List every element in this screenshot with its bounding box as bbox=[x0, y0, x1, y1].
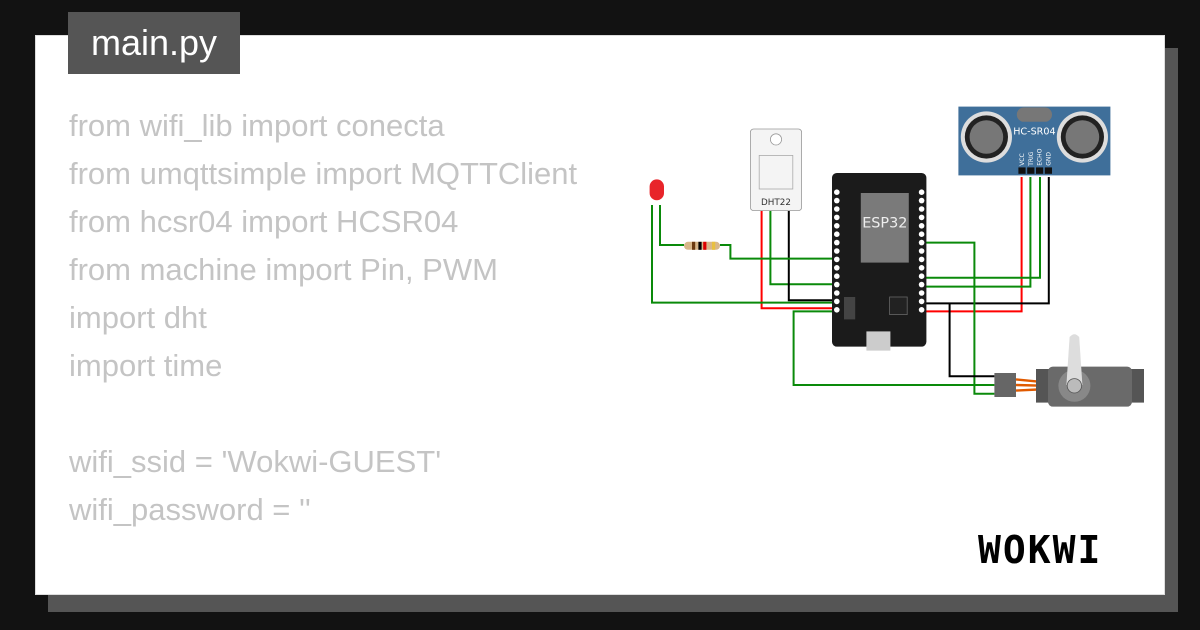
esp32-pin[interactable] bbox=[918, 256, 925, 263]
esp32-pin[interactable] bbox=[918, 223, 925, 229]
esp32-board[interactable]: ESP32 bbox=[832, 173, 927, 351]
esp32-pin[interactable] bbox=[834, 273, 840, 279]
wire-hc-vcc bbox=[921, 177, 1023, 313]
esp32-pin[interactable] bbox=[834, 214, 840, 221]
esp32-pin[interactable] bbox=[918, 239, 925, 246]
esp32-pin[interactable] bbox=[834, 307, 840, 313]
pin-label: ECHO bbox=[1037, 148, 1044, 165]
esp32-pin[interactable] bbox=[834, 223, 840, 229]
esp32-pin[interactable] bbox=[834, 265, 840, 271]
esp32-pin[interactable] bbox=[918, 265, 925, 271]
wire-hc-gnd bbox=[921, 177, 1050, 305]
wire-servo-signal bbox=[921, 241, 995, 395]
code-line: from hcsr04 import HCSR04 bbox=[69, 204, 459, 239]
wire-servo-gnd bbox=[948, 303, 995, 378]
wire-dht-vcc bbox=[760, 210, 837, 310]
code-line: from wifi_lib import conecta bbox=[69, 108, 445, 143]
dht22-label: DHT22 bbox=[761, 198, 791, 208]
esp32-pin[interactable] bbox=[834, 298, 840, 305]
esp32-pin[interactable] bbox=[918, 214, 925, 221]
wire-led-anode bbox=[659, 205, 685, 247]
resistor[interactable] bbox=[684, 241, 720, 250]
file-tab[interactable]: main.py bbox=[68, 12, 240, 74]
code-line: import dht bbox=[69, 300, 207, 335]
esp32-pin[interactable] bbox=[834, 281, 840, 288]
wire-hc-echo bbox=[921, 177, 1042, 279]
code-line: from umqttsimple import MQTTClient bbox=[69, 156, 578, 191]
esp32-pin[interactable] bbox=[834, 206, 840, 212]
red-led[interactable] bbox=[649, 179, 664, 201]
servo-motor[interactable] bbox=[994, 334, 1144, 407]
esp32-pin[interactable] bbox=[834, 189, 840, 195]
esp32-pin[interactable] bbox=[834, 197, 840, 204]
wire-dht-data bbox=[769, 210, 837, 286]
esp32-pin[interactable] bbox=[918, 189, 925, 195]
esp32-pin[interactable] bbox=[918, 197, 925, 204]
esp32-pin[interactable] bbox=[918, 248, 925, 254]
esp32-pin[interactable] bbox=[834, 231, 840, 237]
esp32-pin[interactable] bbox=[918, 231, 925, 237]
circuit-group: HC-SR04 VCC TRIG ECHO GND ESP32 DHT22 bbox=[649, 106, 1144, 407]
esp32-label: ESP32 bbox=[862, 215, 907, 231]
wire-servo-vcc bbox=[792, 310, 995, 387]
dht22-sensor[interactable]: DHT22 bbox=[750, 128, 803, 212]
esp32-pin[interactable] bbox=[834, 248, 840, 254]
code-line: from machine import Pin, PWM bbox=[69, 252, 498, 287]
pin-label: VCC bbox=[1019, 153, 1026, 165]
esp32-pin[interactable] bbox=[834, 256, 840, 263]
wokwi-logo: WOKWI bbox=[978, 528, 1103, 572]
wire-resistor bbox=[720, 244, 837, 260]
hc-sr04-sensor[interactable]: HC-SR04 VCC TRIG ECHO GND bbox=[958, 106, 1111, 176]
pin-label: GND bbox=[1045, 152, 1052, 166]
wire-dht-gnd bbox=[787, 210, 837, 302]
code-preview: from wifi_lib import conecta from umqtts… bbox=[69, 102, 577, 534]
code-line: wifi_password = '' bbox=[69, 492, 311, 527]
wires bbox=[651, 177, 1050, 395]
hc-sr04-label: HC-SR04 bbox=[1013, 127, 1055, 138]
esp32-pin[interactable] bbox=[918, 307, 925, 313]
code-line: wifi_ssid = 'Wokwi-GUEST' bbox=[69, 444, 442, 479]
pin-label: TRIG bbox=[1028, 151, 1035, 167]
esp32-pin[interactable] bbox=[918, 290, 925, 296]
esp32-pin[interactable] bbox=[834, 239, 840, 246]
esp32-pin[interactable] bbox=[918, 273, 925, 279]
code-line: import time bbox=[69, 348, 223, 383]
wire-led-cathode bbox=[651, 205, 837, 304]
esp32-pin[interactable] bbox=[834, 290, 840, 296]
esp32-pin[interactable] bbox=[918, 298, 925, 305]
esp32-pin[interactable] bbox=[918, 281, 925, 288]
esp32-pin[interactable] bbox=[918, 206, 925, 212]
wire-hc-trig bbox=[921, 177, 1032, 288]
